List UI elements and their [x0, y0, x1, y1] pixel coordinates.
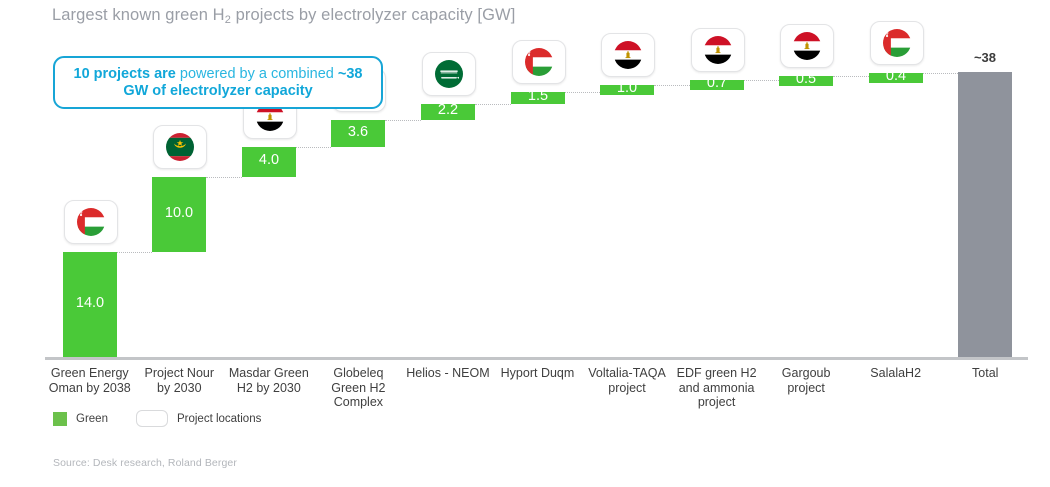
flag-badge-6 — [601, 32, 655, 77]
bar-0 — [63, 252, 117, 357]
bar-value-label-5: 1.5 — [527, 87, 549, 104]
bar-value-label-4: 2.2 — [437, 101, 459, 118]
flag-badge-4 — [422, 51, 476, 96]
bar-value-label-0: 14.0 — [75, 294, 105, 311]
bar-value-label-8: 0.5 — [795, 70, 817, 87]
page-title-subscript: 2 — [224, 14, 231, 26]
flag-egypt-icon — [614, 40, 642, 69]
x-axis-label-0: Green Energy Oman by 2038 — [48, 366, 131, 395]
connector-7 — [744, 79, 779, 81]
bar-value-label-6: 1.0 — [616, 79, 638, 96]
bar-9 — [869, 72, 923, 83]
flag-oman-icon — [525, 48, 553, 77]
connector-5 — [565, 92, 600, 94]
page-title-prefix: Largest known green H — [52, 6, 225, 24]
bar-value-label-9: 0.4 — [885, 67, 907, 84]
bar-value-label-7: 0.7 — [706, 74, 728, 91]
bar-1 — [152, 177, 206, 252]
bar-4 — [421, 103, 475, 120]
flag-badge-5 — [512, 40, 566, 85]
callout-text: 10 projects are powered by a combined ~3… — [55, 66, 381, 100]
bar-3 — [331, 120, 385, 147]
bar-2 — [242, 147, 296, 177]
flag-egypt-icon — [793, 31, 821, 60]
bar-6 — [600, 84, 654, 95]
legend-swatch-project-locations — [135, 410, 168, 427]
flag-badge-1 — [153, 125, 207, 169]
x-axis-label-9: SalalaH2 — [870, 366, 922, 380]
callout-box: 10 projects are powered by a combined ~3… — [53, 56, 383, 109]
flag-badge-8 — [780, 23, 834, 68]
callout-bold-2: ~38 GW of electrolyzer capacity — [123, 65, 363, 99]
connector-0 — [117, 252, 152, 253]
x-axis-label-1: Project Nour by 2030 — [144, 366, 215, 395]
connector-2 — [296, 147, 331, 148]
legend-swatch-green — [53, 411, 67, 426]
flag-egypt-icon — [704, 35, 732, 64]
bar-value-label-2: 4.0 — [258, 152, 280, 168]
legend-label-green: Green — [76, 412, 108, 425]
connector-4 — [475, 103, 511, 105]
flag-badge-0 — [64, 200, 118, 244]
source-note: Source: Desk research, Roland Berger — [53, 457, 237, 469]
x-axis-label-10: Total — [972, 366, 999, 380]
x-axis-label-2: Masdar Green H2 by 2030 — [228, 366, 309, 395]
callout-normal-1: powered by a combined — [175, 65, 338, 82]
flag-saudi-arabia-icon — [435, 59, 463, 88]
legend: Green Project locations — [53, 410, 261, 427]
flag-badge-7 — [691, 27, 745, 72]
legend-label-project-locations: Project locations — [176, 412, 262, 425]
x-axis-label-4: Helios - NEOM — [406, 366, 490, 380]
bar-value-label-1: 10.0 — [164, 204, 194, 221]
x-axis-labels: Green Energy Oman by 2038 Project Nour by… — [45, 362, 1028, 422]
page-title: Largest known green H2 projects by elect… — [52, 6, 515, 26]
callout-bold-1: 10 projects are — [73, 65, 176, 82]
connector-6 — [654, 84, 690, 86]
connector-3 — [385, 120, 421, 121]
bar-value-label-3: 3.6 — [347, 123, 369, 140]
flag-mauritania-icon — [166, 133, 194, 161]
bar-8 — [779, 75, 833, 86]
x-axis-label-8: Gargoub project — [781, 366, 831, 395]
bar-7 — [690, 79, 744, 90]
page-title-suffix: projects by electrolyzer capacity [GW] — [230, 6, 516, 24]
x-axis-line — [45, 357, 1028, 360]
x-axis-label-5: Hyport Duqm — [500, 366, 575, 380]
connector-8 — [833, 75, 869, 77]
flag-badge-9 — [870, 20, 924, 65]
connector-1 — [206, 177, 242, 178]
x-axis-label-3: Globeleq Green H2 Complex — [331, 366, 386, 409]
bar-value-label-total: ~38 — [973, 50, 997, 65]
bar-5 — [511, 92, 565, 104]
flag-oman-icon — [77, 208, 105, 236]
x-axis-label-7: EDF green H2 and ammonia project — [676, 366, 757, 409]
flag-oman-icon — [883, 28, 911, 57]
bar-total — [958, 72, 1012, 357]
connector-9 — [923, 72, 958, 74]
plot-area: 14.0 10.0 4.0 3.6 2.2 1.5 1.0 0.7 0.5 0.4 ~38 — [45, 20, 1030, 358]
x-axis-label-6: Voltalia-TAQA project — [588, 366, 666, 395]
